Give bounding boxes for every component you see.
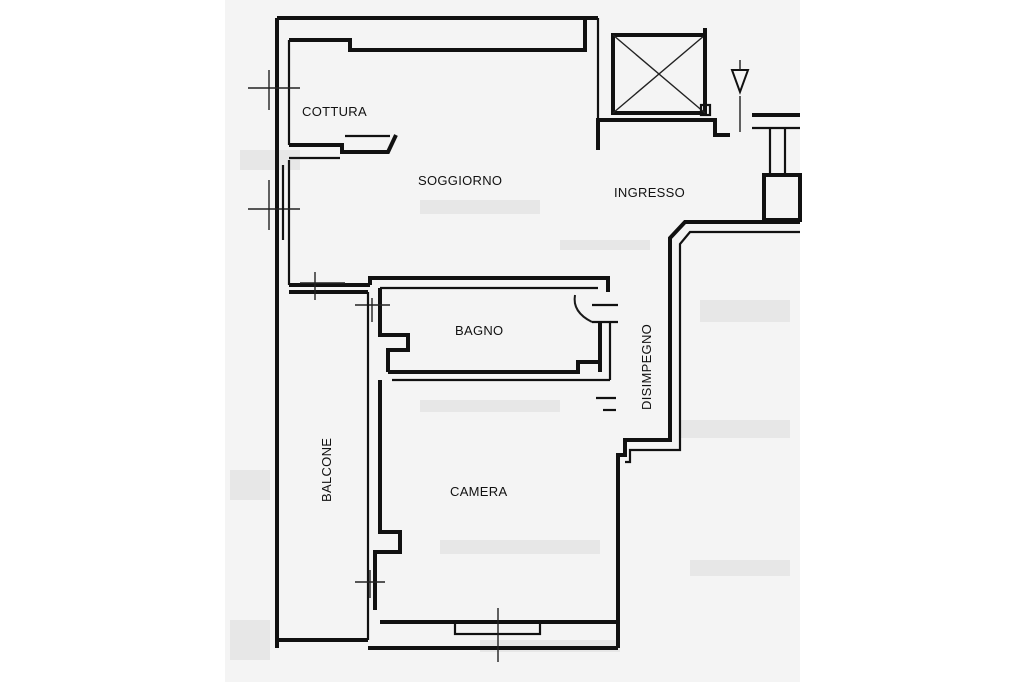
left-window-marks (248, 70, 300, 240)
bagno-top-wall (289, 276, 610, 292)
corridor-walls (616, 220, 800, 648)
scan-paper (225, 0, 800, 682)
cottura-partition (289, 134, 398, 160)
room-label-ingresso: INGRESSO (614, 185, 685, 200)
room-label-soggiorno: SOGGIORNO (418, 173, 502, 188)
room-label-cottura: COTTURA (302, 104, 367, 119)
room-label-disimpegno: DISIMPEGNO (639, 324, 654, 410)
entrance-arrow-icon (730, 60, 750, 132)
room-label-camera: CAMERA (450, 484, 507, 499)
camera-walls (355, 380, 618, 662)
room-label-bagno: BAGNO (455, 323, 503, 338)
disimpegno-marks (596, 396, 616, 412)
bagno-walls (355, 288, 610, 382)
balcone-walls (277, 272, 370, 642)
outer-left-wall (275, 18, 291, 648)
room-label-balcone: BALCONE (319, 438, 334, 502)
